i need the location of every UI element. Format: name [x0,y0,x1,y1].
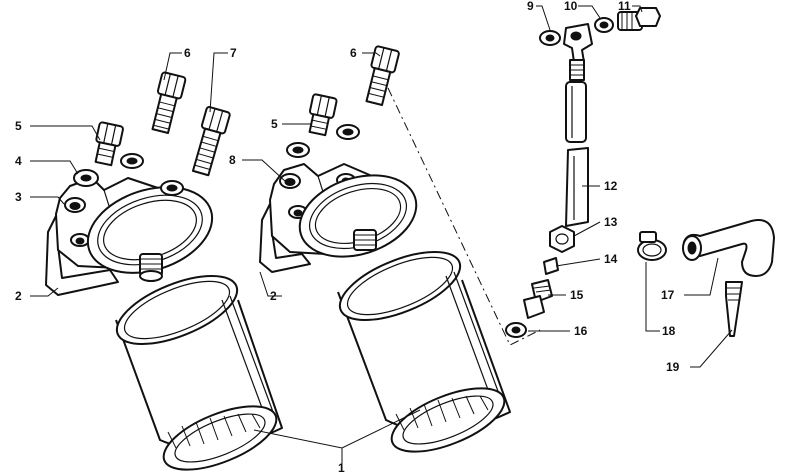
left-gasket-plate [45,211,119,296]
bolt-short-left [94,121,124,167]
callout-16: 16 [574,324,588,338]
callout-15: 15 [570,288,584,302]
right-fasteners [286,45,400,158]
bolt-long-right [365,45,400,106]
bolt-long-7 [191,106,231,177]
callout-1: 1 [338,461,345,473]
callout-3: 3 [15,190,22,204]
left-filter-canister [115,275,283,471]
bolt-short-right [308,93,338,137]
callout-6-left: 6 [184,46,191,60]
breather-parts [637,219,775,337]
callout-2-left: 2 [15,289,22,303]
callout-19: 19 [666,360,680,374]
hose-clamp-18 [637,231,667,261]
assembly-centerline [387,87,541,346]
callout-11: 11 [618,0,631,13]
callout-18: 18 [662,324,676,338]
right-flange-ring [298,174,418,258]
callout-7: 7 [230,46,237,60]
callout-labels: 5 4 3 2 6 7 8 5 2 6 1 9 10 11 12 13 14 1… [15,0,680,473]
hose-lower-12 [565,147,589,227]
leader-lines [30,5,733,470]
left-filter-assembly [45,177,214,296]
callout-6-right: 6 [350,46,357,60]
adapter-15 [523,279,553,319]
hose-upper [565,81,587,143]
callout-14: 14 [604,252,618,266]
right-filter-canister [337,251,511,453]
ferrule-14 [543,257,559,275]
callout-10: 10 [564,0,578,13]
hollow-bolt-11 [617,7,661,31]
callout-13: 13 [604,215,618,229]
callout-4: 4 [15,154,22,168]
hose-bend-17 [683,219,775,277]
callout-8: 8 [229,153,236,167]
callout-2-right: 2 [270,289,277,303]
callout-12: 12 [604,179,618,193]
bolt-long-left [151,71,187,134]
callout-5-right: 5 [271,117,278,131]
oil-line-assembly [505,7,661,338]
union-nut-13 [549,225,575,253]
right-filter-assembly [259,163,418,273]
banjo-fitting [563,23,593,63]
callout-9: 9 [527,0,534,13]
callout-17: 17 [661,288,675,302]
callout-5-left: 5 [15,119,22,133]
nozzle-19 [725,281,743,337]
right-gasket-plate [259,199,311,273]
left-fasteners [73,71,231,196]
